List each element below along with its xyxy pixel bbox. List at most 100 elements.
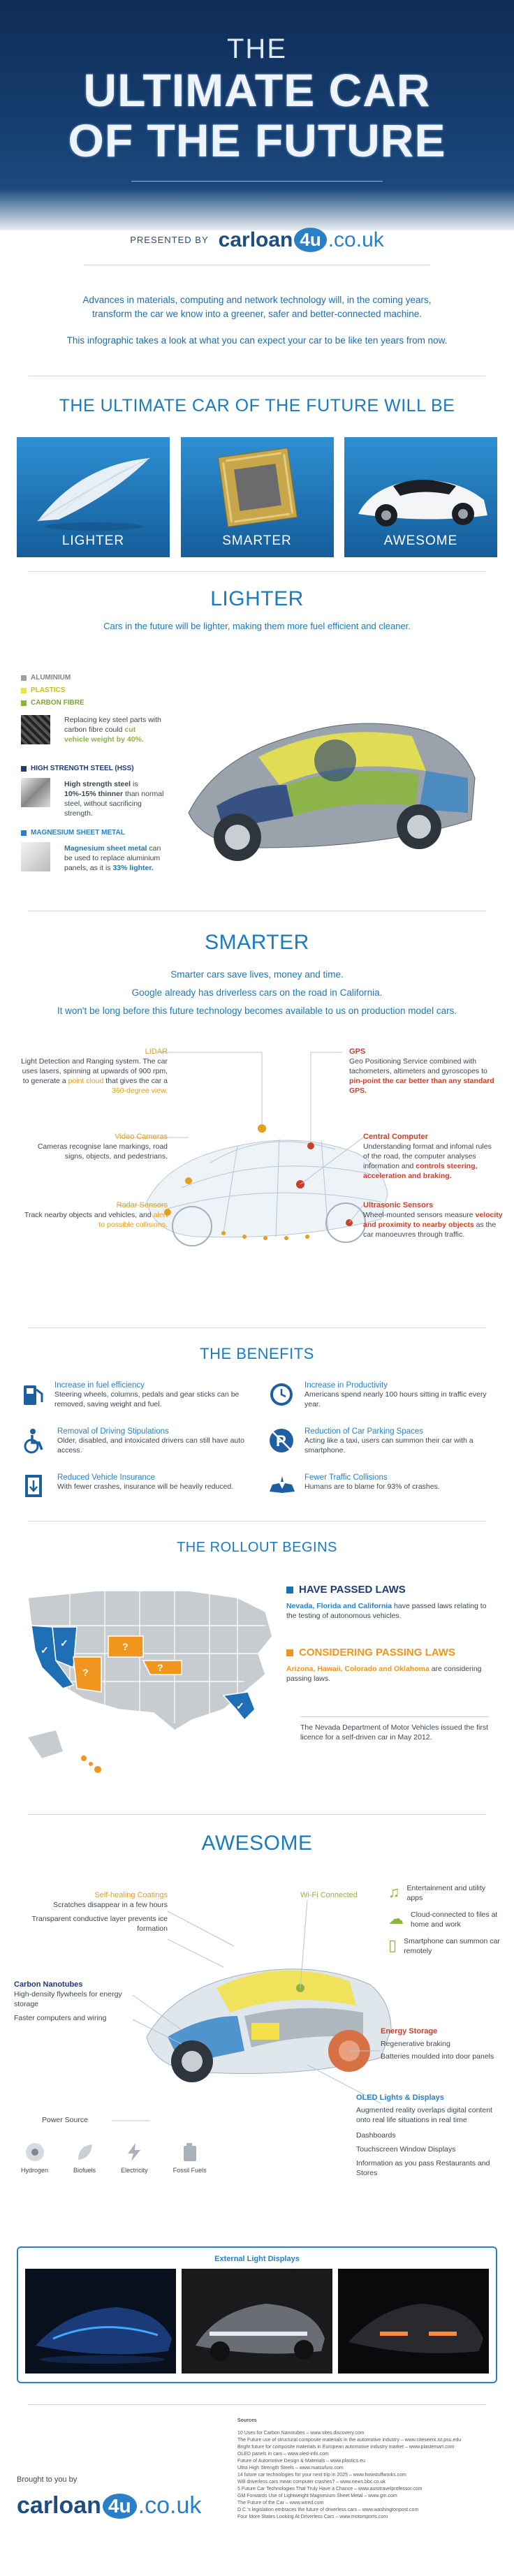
- logo-part-2: 4u: [294, 228, 327, 252]
- title-line-3: OF THE FUTURE: [68, 115, 446, 166]
- cloud-icon: ☁: [388, 1910, 404, 1927]
- material-legend: ALUMINIUM PLASTICS CARBON FIBRE: [21, 673, 161, 708]
- section-divider: [28, 571, 486, 572]
- legend-aluminium: ALUMINIUM: [21, 673, 161, 683]
- tile-smarter-label: SMARTER: [222, 533, 292, 548]
- benefit-title: Increase in Productivity: [304, 1381, 388, 1390]
- steel-swatch: [21, 778, 50, 807]
- self-healing-label: Self-healing Coatings: [94, 1891, 168, 1899]
- parking-icon: P: [268, 1427, 295, 1454]
- logo-part-3: .co.uk: [328, 228, 384, 251]
- magnesium-swatch: [21, 842, 50, 871]
- external-light-displays: External Light Displays: [17, 2246, 497, 2383]
- benefits-title: THE BENEFITS: [200, 1345, 314, 1362]
- wifi-feature: ☁Cloud-connected to files at home and wo…: [388, 1910, 498, 1929]
- energy-storage-callout: Energy Storage Regenerative braking Batt…: [381, 2026, 499, 2061]
- benefit-title: Reduced Vehicle Insurance: [57, 1473, 156, 1482]
- will-be-title: THE ULTIMATE CAR OF THE FUTURE WILL BE: [59, 396, 455, 415]
- section-divider: [28, 2404, 486, 2405]
- fuel-hydrogen: Hydrogen: [21, 2142, 48, 2175]
- external-light-displays-title: External Light Displays: [214, 2255, 300, 2263]
- svg-text:?: ?: [82, 1667, 89, 1678]
- lighter-section: ALUMINIUM PLASTICS CARBON FIBRE Replacin…: [0, 631, 514, 911]
- smarter-line-2: Google already has driverless cars on th…: [131, 987, 383, 998]
- benefit-text: Older, disabled, and intoxicated drivers…: [57, 1436, 244, 1455]
- hss-heading: HIGH STRENGTH STEEL (HSS): [21, 764, 134, 774]
- concept-car-photo-1: [25, 2269, 176, 2373]
- source-item: Ultra High Strength Steels – www.matsufu…: [237, 2466, 344, 2471]
- nanotubes-callout: Carbon Nanotubes High-density flywheels …: [14, 1980, 133, 2023]
- brand-logo: carloan 4u .co.uk: [219, 228, 384, 252]
- title-line-1: THE: [227, 34, 287, 64]
- benefit-title: Increase in fuel efficiency: [54, 1381, 145, 1390]
- fuel-biofuels: Biofuels: [73, 2142, 96, 2175]
- tile-awesome-label: AWESOME: [383, 533, 458, 548]
- lighter-car-illustration: [188, 723, 476, 861]
- source-item: Future of Automotive Design & Materials …: [237, 2459, 365, 2464]
- energy-storage-point: Regenerative braking: [381, 2040, 450, 2048]
- awesome-title: AWESOME: [201, 1832, 313, 1855]
- self-healing-point: Transparent conductive layer prevents ic…: [31, 1915, 168, 1933]
- title-line-2: ULTIMATE CAR: [83, 64, 431, 116]
- intro-paragraph-2: This infographic takes a look at what yo…: [66, 335, 448, 346]
- oled-label: OLED Lights & Displays: [356, 2093, 444, 2102]
- lidar-callout: LIDAR Light Detection and Ranging system…: [21, 1047, 168, 1095]
- collision-icon: [268, 1473, 295, 1500]
- magnesium-heading: MAGNESIUM SHEET METAL: [21, 828, 125, 838]
- source-item: Bright future for composite materials in…: [237, 2445, 455, 2450]
- presented-by: PRESENTED BY carloan 4u .co.uk: [0, 228, 514, 252]
- oled-callout: OLED Lights & Displays Augmented reality…: [356, 2093, 503, 2178]
- carbon-fibre-note: Replacing key steel parts with carbon fi…: [64, 716, 161, 744]
- gps-label: GPS: [349, 1047, 366, 1056]
- legend-plastics: PLASTICS: [21, 686, 161, 695]
- central-computer-label: Central Computer: [363, 1133, 428, 1141]
- insurance-icon: [21, 1473, 47, 1500]
- benefit-parking: P Reduction of Car Parking SpacesActing …: [268, 1427, 494, 1455]
- tile-lighter: LIGHTER: [17, 437, 170, 557]
- source-item: 5 Future Car Technologies That Truly Hav…: [237, 2487, 423, 2492]
- section-divider: [28, 1521, 486, 1522]
- oled-point: Touchscreen Window Displays: [356, 2145, 456, 2154]
- wifi-feature: ▯Smartphone can summon car remotely: [388, 1936, 500, 1955]
- fuel-can-icon: [183, 2143, 196, 2161]
- svg-text:✓: ✓: [236, 1700, 244, 1712]
- leaf-icon: [78, 2144, 93, 2160]
- feature-tiles: LIGHTER SMARTER AWESOME: [0, 437, 514, 557]
- legend-carbon-fibre: CARBON FIBRE: [21, 698, 161, 708]
- radar-callout: Radar Sensors Track nearby objects and v…: [21, 1200, 168, 1230]
- smarter-title: SMARTER: [205, 931, 309, 954]
- tile-lighter-label: LIGHTER: [61, 533, 125, 548]
- source-item: Four More States Looking At Driverless C…: [237, 2515, 388, 2519]
- feather-icon: [37, 457, 150, 531]
- clock-icon: [268, 1381, 295, 1408]
- smarter-callout-lines: [119, 1052, 364, 1223]
- benefit-text: With fewer crashes, insurance will be he…: [57, 1482, 234, 1491]
- smarter-line-3: It won't be long before this future tech…: [57, 1006, 457, 1016]
- lighter-title: LIGHTER: [210, 587, 304, 610]
- tile-awesome: AWESOME: [344, 437, 497, 557]
- source-item: OLED panels in cars – www.oled-info.com: [237, 2452, 329, 2457]
- passed-laws-block: HAVE PASSED LAWS Nevada, Florida and Cal…: [286, 1584, 496, 1621]
- fuel-electricity: Electricity: [121, 2142, 148, 2175]
- considering-laws-heading: CONSIDERING PASSING LAWS: [286, 1647, 496, 1658]
- radar-label: Radar Sensors: [116, 1201, 168, 1209]
- gps-callout: GPS Geo Positioning Service combined wit…: [349, 1047, 496, 1096]
- hero-header: THE ULTIMATE CAR OF THE FUTURE: [0, 0, 514, 230]
- lidar-label: LIDAR: [145, 1047, 168, 1056]
- svg-text:?: ?: [157, 1662, 163, 1673]
- source-item: 10 Uses for Carbon Nanotubes – www.sites…: [237, 2431, 365, 2436]
- carbon-fibre-swatch: [21, 715, 50, 744]
- energy-storage-point: Batteries moulded into door panels: [381, 2052, 494, 2061]
- wheelchair-icon: [21, 1427, 47, 1454]
- source-item: GM Forwards Use of Lightweight Magnesium…: [237, 2494, 397, 2498]
- fuel-fossil: Fossil Fuels: [173, 2142, 207, 2175]
- nevada-licence-note: The Nevada Department of Motor Vehicles …: [300, 1716, 489, 1742]
